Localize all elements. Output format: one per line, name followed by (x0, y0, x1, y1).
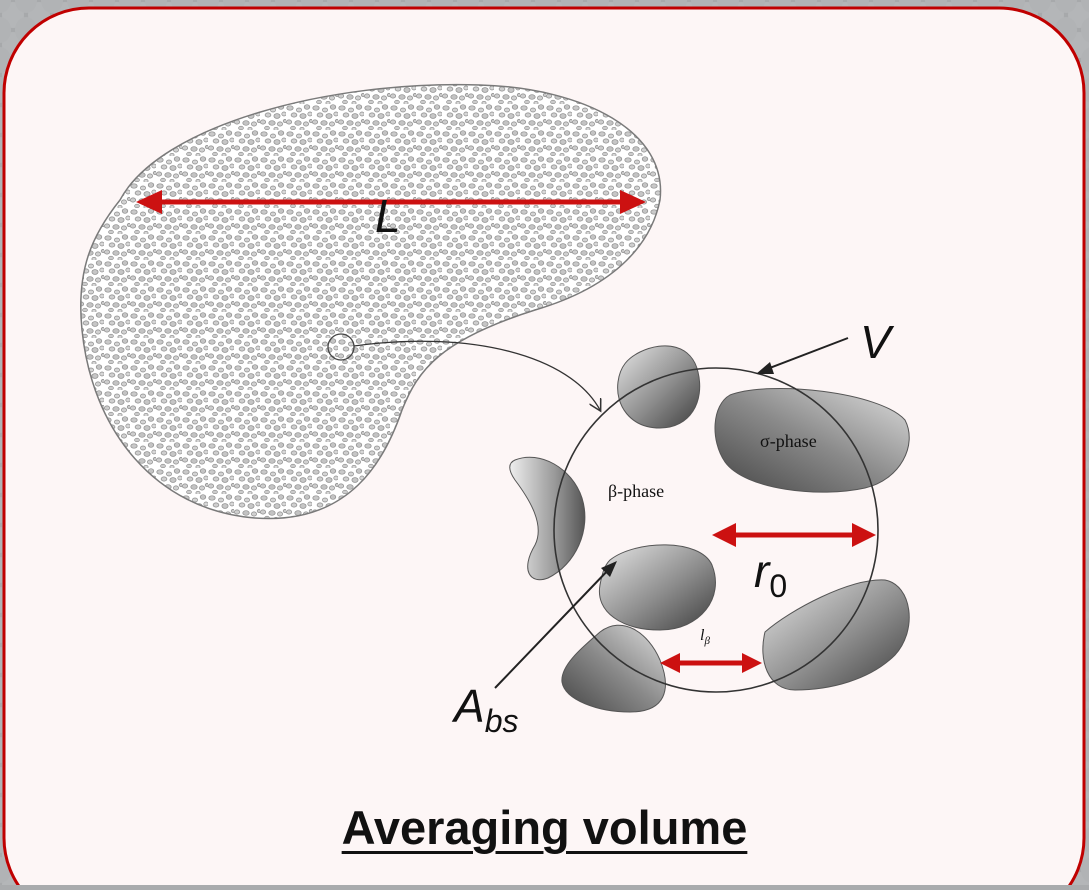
spacing-arrow (660, 653, 762, 673)
radius-arrow (712, 523, 876, 547)
beta-phase-label: β-phase (608, 481, 664, 501)
grain-sigma (714, 387, 910, 493)
page-title: Averaging volume (341, 801, 748, 854)
length-label: L (375, 190, 401, 242)
grain-bottom-right (762, 579, 910, 691)
zoom-connector (353, 340, 600, 410)
sample-body (80, 83, 662, 520)
area-pointer-head (601, 561, 617, 577)
volume-label: V (860, 316, 895, 368)
area-label-sub: bs (485, 703, 519, 739)
volume-pointer (761, 337, 849, 372)
averaging-volume-circle (553, 367, 879, 693)
radius-label-main: r (754, 545, 771, 597)
spacing-label-sub: β (703, 635, 710, 647)
spacing-label-main: l (700, 627, 705, 644)
volume-pointer-head (756, 362, 774, 374)
area-label: Abs (451, 680, 518, 739)
area-pointer (494, 565, 613, 689)
grain-left (509, 456, 586, 581)
length-arrow (136, 190, 646, 214)
grain-abs (598, 544, 716, 631)
grain-bottom-left (561, 624, 666, 713)
sampling-circle (327, 333, 355, 361)
radius-label: r0 (754, 545, 787, 604)
grain-top-left (617, 345, 701, 429)
sigma-phase-label: σ-phase (760, 431, 817, 451)
area-label-main: A (451, 680, 485, 732)
radius-label-sub: 0 (769, 568, 787, 604)
spacing-label: lβ (700, 627, 710, 647)
